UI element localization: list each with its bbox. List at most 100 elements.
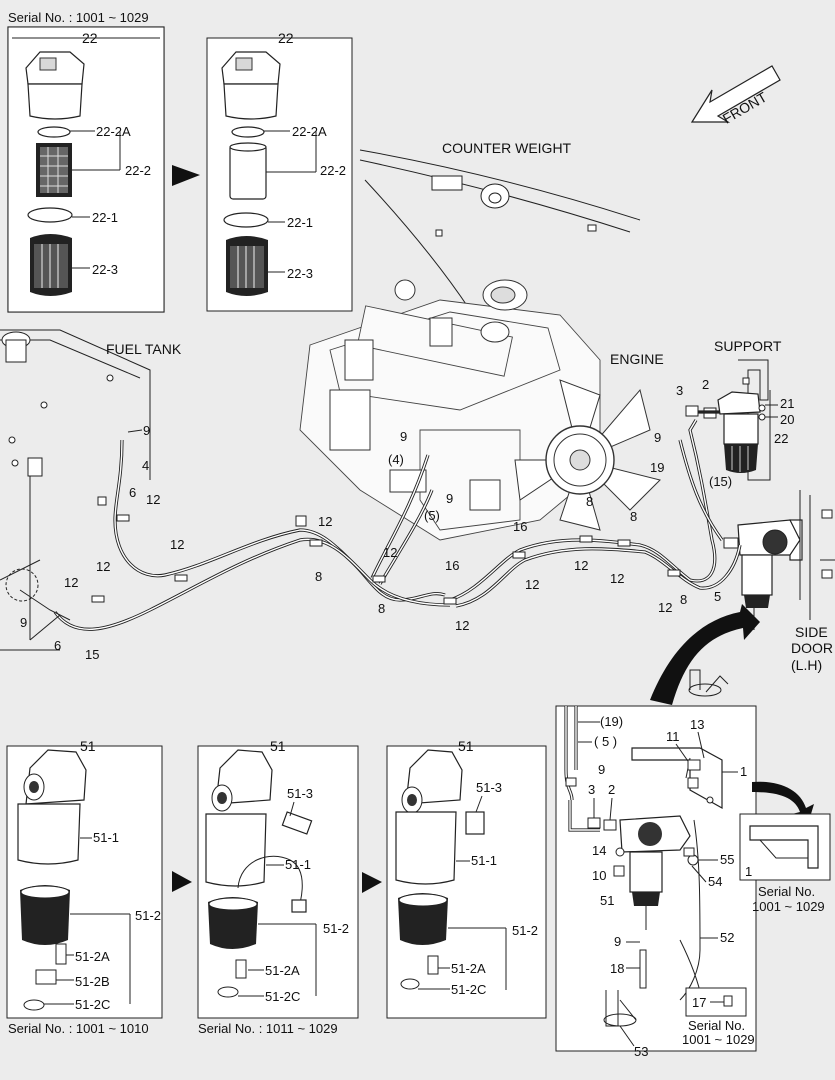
callout-51-3: 51-3 — [476, 780, 502, 795]
fuel-hoses — [19, 405, 742, 641]
top-box-old: Serial No. : 1001 ~ 1029 22 — [7, 10, 165, 313]
callout-15: 15 — [85, 647, 99, 662]
callout-51: 51 — [270, 738, 286, 754]
callout-5-ref: (5) — [424, 508, 440, 523]
serial-inset-a-1: Serial No. — [758, 884, 815, 899]
callout-17: 17 — [692, 995, 706, 1010]
callout-11: 11 — [666, 729, 680, 744]
callout-55: 55 — [720, 852, 734, 867]
callout-12: 12 — [455, 618, 469, 633]
callout-12: 12 — [170, 537, 184, 552]
callout-12: 12 — [383, 545, 397, 560]
callout-51-2a: 51-2A — [451, 961, 486, 976]
serial-box-2: Serial No. : 1011 ~ 1029 — [198, 1021, 338, 1036]
water-separator-51 — [723, 519, 803, 630]
callout-20: 20 — [780, 412, 794, 427]
main-filter-22 — [717, 391, 761, 473]
paper-element — [229, 144, 267, 200]
callout-12: 12 — [525, 577, 539, 592]
callout-8: 8 — [630, 509, 637, 524]
arrow-icon — [752, 781, 814, 824]
callout-51-1: 51-1 — [93, 830, 119, 845]
callout-22-1-a: 22-1 — [92, 210, 118, 225]
bottom-box-3: 51 51-3 51-1 51-2 51-2A 51-2C — [386, 738, 547, 1019]
o-ring-large — [27, 207, 73, 223]
side-door: SIDE DOOR (L.H) — [791, 490, 835, 673]
callout-51: 51 — [600, 893, 614, 908]
callout-9: 9 — [20, 615, 27, 630]
callout-5: 5 — [714, 589, 721, 604]
callout-4-ref: (4) — [388, 452, 404, 467]
callout-51-2a: 51-2A — [265, 963, 300, 978]
callout-9: 9 — [654, 430, 661, 445]
callout-15-ref: (15) — [709, 474, 732, 489]
callout-8: 8 — [680, 592, 687, 607]
callout-9: 9 — [598, 762, 605, 777]
support-bracket: SUPPORT — [714, 338, 782, 481]
inset-a: 1 Serial No. 1001 ~ 1029 — [739, 813, 831, 914]
callout-9: 9 — [400, 429, 407, 444]
callout-9: 9 — [446, 491, 453, 506]
callout-51-2c: 51-2C — [265, 989, 300, 1004]
fuel-tank-label: FUEL TANK — [106, 341, 182, 357]
callout-22-3-b: 22-3 — [287, 266, 313, 281]
callout-22-2-b: 22-2 — [320, 163, 346, 178]
callout-51-2c: 51-2C — [75, 997, 110, 1012]
detail-box: (19) ( 5 ) 9 3 2 11 13 1 14 10 51 — [555, 705, 757, 1059]
callout-16: 16 — [445, 558, 459, 573]
callout-12: 12 — [658, 600, 672, 615]
callout-21: 21 — [780, 396, 794, 411]
callout-51-2: 51-2 — [323, 921, 349, 936]
engine-label: ENGINE — [610, 351, 664, 367]
serial-inset-b-1: Serial No. — [688, 1018, 745, 1033]
serial-top-left: Serial No. : 1001 ~ 1029 — [8, 10, 149, 25]
callout-14: 14 — [592, 843, 606, 858]
callout-8: 8 — [586, 494, 593, 509]
callout-12: 12 — [96, 559, 110, 574]
filter-head — [25, 51, 85, 120]
callout-18: 18 — [610, 961, 624, 976]
callout-12: 12 — [64, 575, 78, 590]
callout-16: 16 — [513, 519, 527, 534]
callout-9: 9 — [143, 423, 150, 438]
callout-19-ref: (19) — [600, 714, 623, 729]
callout-12: 12 — [574, 558, 588, 573]
callout-5-ref: ( 5 ) — [594, 734, 617, 749]
o-ring-small — [37, 126, 71, 138]
callout-1: 1 — [740, 764, 747, 779]
callout-52: 52 — [720, 930, 734, 945]
callout-53: 53 — [634, 1044, 648, 1059]
arrow-icon — [650, 604, 760, 705]
serial-inset-b-2: 1001 ~ 1029 — [682, 1032, 755, 1047]
arrow-icon — [362, 872, 382, 893]
side-door-l3: (L.H) — [791, 657, 822, 673]
engine-assembly: ENGINE — [299, 279, 664, 541]
support-label: SUPPORT — [714, 338, 782, 354]
callout-22-1-b: 22-1 — [287, 215, 313, 230]
bottom-box-2: 51 51-3 51-1 51-2 51-2A 51-2C Serial No.… — [197, 738, 359, 1036]
serial-inset-a-2: 1001 ~ 1029 — [752, 899, 825, 914]
callout-54: 54 — [708, 874, 722, 889]
main-callouts: 9 4 6 12 12 12 12 9 6 15 12 9 (4) 9 (5) … — [20, 377, 794, 662]
callout-19: 19 — [650, 460, 664, 475]
callout-51-2b: 51-2B — [75, 974, 110, 989]
callout-22-2a-a: 22-2A — [96, 124, 131, 139]
callout-22: 22 — [774, 431, 788, 446]
side-door-l1: SIDE — [795, 624, 828, 640]
callout-22-3-a: 22-3 — [92, 262, 118, 277]
callout-51-2: 51-2 — [135, 908, 161, 923]
counter-weight-label: COUNTER WEIGHT — [442, 140, 572, 156]
callout-4: 4 — [142, 458, 149, 473]
callout-51-2: 51-2 — [512, 923, 538, 938]
fuel-tank: FUEL TANK — [0, 329, 182, 651]
serial-box-1: Serial No. : 1001 ~ 1010 — [8, 1021, 149, 1036]
callout-6: 6 — [54, 638, 61, 653]
callout-3: 3 — [588, 782, 595, 797]
filter-bowl — [30, 234, 72, 296]
top-box-new: 22 22-2A 22-2 22-1 22-3 — [206, 30, 353, 312]
callout-51-3: 51-3 — [287, 786, 313, 801]
callout-2: 2 — [608, 782, 615, 797]
strainer-element — [36, 143, 72, 197]
fan-icon — [514, 379, 661, 531]
callout-51-2c: 51-2C — [451, 982, 486, 997]
